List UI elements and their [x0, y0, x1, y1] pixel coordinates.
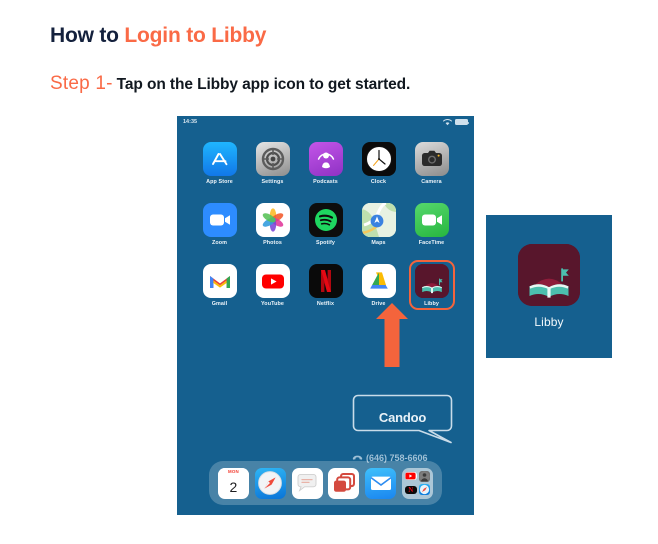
safari-compass-icon[interactable] [254, 467, 286, 499]
step-label: Step 1- [50, 73, 113, 94]
libby-icon[interactable] [414, 264, 449, 298]
calendar-icon[interactable]: MON 2 [217, 467, 249, 499]
page-title-accent: Login to Libby [124, 24, 267, 47]
calendar-weekday: MON [217, 467, 249, 476]
camera-icon[interactable] [414, 142, 449, 176]
app-label: FaceTime [418, 240, 445, 246]
app-item-maps[interactable]: Maps [352, 203, 405, 246]
app-folder-icon[interactable]: N [402, 467, 434, 499]
app-label: Clock [370, 179, 387, 185]
dock: MON 2 [209, 461, 442, 505]
app-label: Spotify [316, 240, 335, 246]
messages-bubble-icon[interactable] [291, 467, 323, 499]
app-item-photos[interactable]: Photos [246, 203, 299, 246]
step-text: Tap on the Libby app icon to get started… [116, 76, 411, 93]
page-title-prefix: How to [50, 24, 125, 47]
settings-gear-icon[interactable] [255, 142, 290, 176]
app-item-clock[interactable]: Clock [352, 142, 405, 185]
tablet-screenshot: 14:35 App Store [177, 116, 474, 515]
podcasts-icon[interactable] [308, 142, 343, 176]
calendar-day: 2 [229, 479, 238, 495]
libby-detail-label: Libby [534, 315, 564, 329]
folder-mini-contact-icon [418, 470, 431, 482]
candoo-bubble-text: Candoo [378, 410, 427, 425]
candoo-contact: (646) 758-6606 [352, 453, 472, 463]
app-item-app-store[interactable]: App Store [193, 142, 246, 185]
status-bar: 14:35 [177, 116, 474, 128]
app-label: Libby [424, 301, 439, 307]
youtube-icon[interactable] [255, 264, 290, 298]
app-store-icon[interactable] [202, 142, 237, 176]
app-item-spotify[interactable]: Spotify [299, 203, 352, 246]
status-bar-indicators [443, 118, 470, 126]
app-label: Netflix [316, 301, 335, 307]
app-label: Podcasts [313, 179, 338, 185]
app-label: Zoom [211, 240, 228, 246]
candoo-phone-number: (646) 758-6606 [366, 453, 428, 463]
app-item-gmail[interactable]: Gmail [193, 264, 246, 307]
app-label: Settings [261, 179, 284, 185]
app-label: YouTube [261, 301, 284, 307]
app-item-facetime[interactable]: FaceTime [405, 203, 458, 246]
app-item-podcasts[interactable]: Podcasts [299, 142, 352, 185]
app-item-libby[interactable]: Libby [405, 260, 458, 310]
mail-envelope-icon[interactable] [365, 467, 397, 499]
app-item-settings[interactable]: Settings [246, 142, 299, 185]
app-label: Gmail [211, 301, 228, 307]
page-title: How to Login to Libby [50, 24, 266, 48]
app-label: Drive [371, 301, 386, 307]
app-grid: App Store Settings Podcas [193, 142, 458, 310]
battery-icon [455, 119, 470, 125]
step-instruction: Step 1-Tap on the Libby app icon to get … [50, 73, 410, 95]
app-item-drive[interactable]: Drive [352, 264, 405, 307]
clock-icon[interactable] [361, 142, 396, 176]
app-label: Photos [263, 240, 282, 246]
libby-detail-panel: Libby [486, 215, 612, 358]
candoo-speech-bubble [352, 394, 453, 444]
status-bar-time: 14:35 [183, 119, 198, 125]
app-switcher-icon[interactable] [328, 467, 360, 499]
wifi-icon [443, 118, 452, 125]
folder-mini-youtube-icon [405, 472, 417, 481]
up-arrow-annotation [376, 303, 408, 367]
app-label: Maps [371, 240, 386, 246]
app-item-youtube[interactable]: YouTube [246, 264, 299, 307]
photos-pinwheel-icon[interactable] [255, 203, 290, 237]
spotify-icon[interactable] [308, 203, 343, 237]
phone-icon [352, 455, 363, 460]
netflix-icon[interactable] [308, 264, 343, 298]
app-label: Camera [421, 179, 442, 185]
google-drive-icon[interactable] [361, 264, 396, 298]
maps-icon[interactable] [361, 203, 396, 237]
app-item-zoom[interactable]: Zoom [193, 203, 246, 246]
facetime-icon[interactable] [414, 203, 449, 237]
app-item-netflix[interactable]: Netflix [299, 264, 352, 307]
folder-mini-safari-icon [418, 484, 431, 496]
gmail-icon[interactable] [202, 264, 237, 298]
zoom-video-icon[interactable] [202, 203, 237, 237]
folder-mini-netflix-icon: N [405, 485, 417, 494]
app-label: App Store [206, 179, 233, 185]
app-item-camera[interactable]: Camera [405, 142, 458, 185]
libby-icon[interactable] [518, 244, 580, 306]
